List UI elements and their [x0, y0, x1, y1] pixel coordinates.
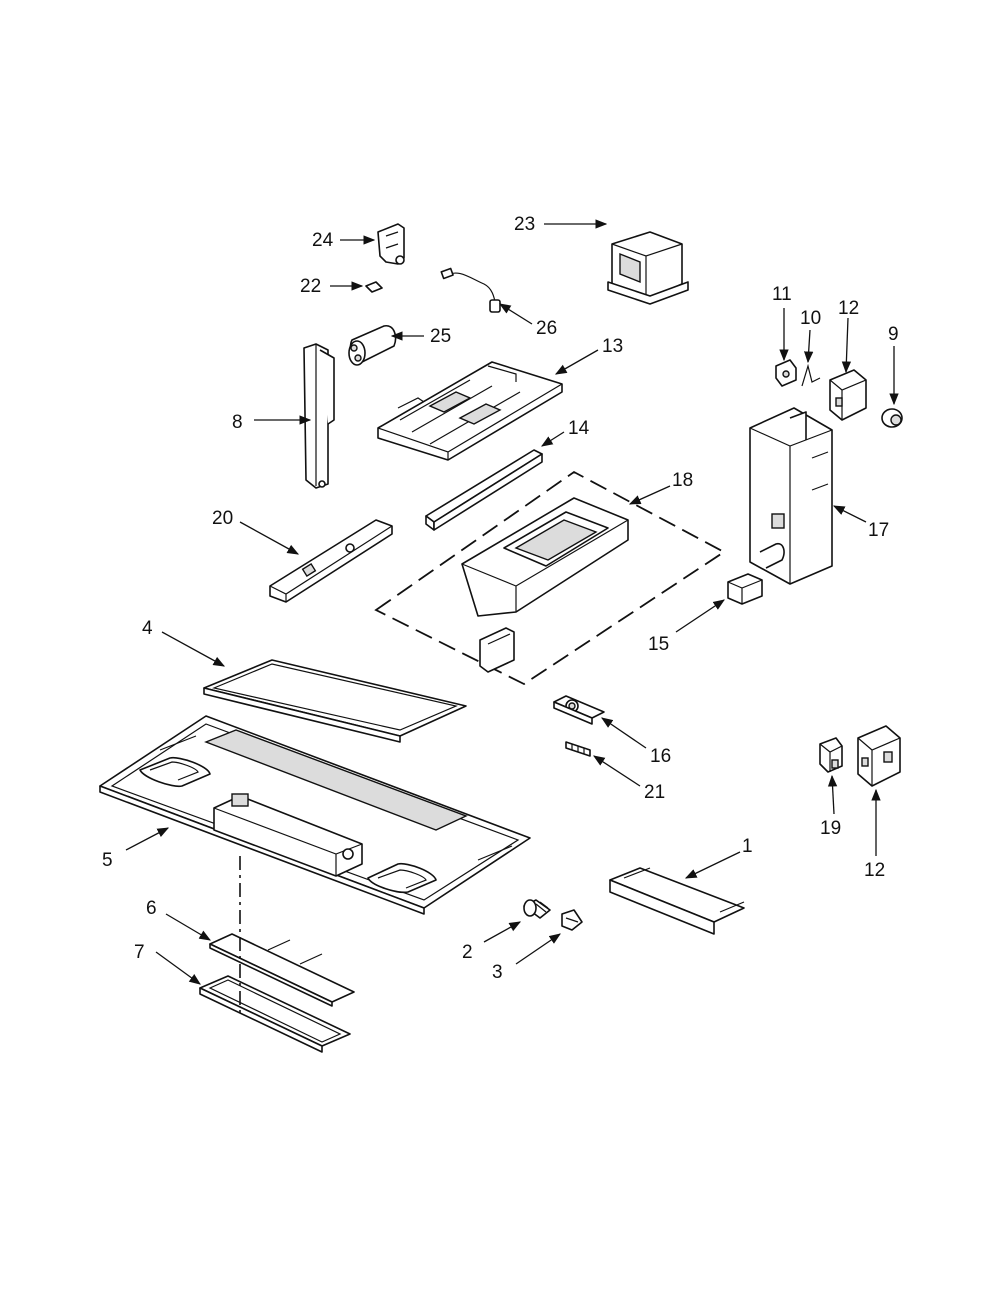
callout-18: 18 — [672, 470, 693, 491]
callout-15: 15 — [648, 634, 669, 655]
callout-25: 25 — [430, 326, 451, 347]
part-24-bracket — [377, 223, 405, 265]
part-25-capacitor — [348, 325, 397, 366]
callout-24: 24 — [312, 230, 334, 251]
part-11-switch — [775, 359, 797, 387]
callout-16: 16 — [650, 746, 671, 767]
callout-8: 8 — [232, 412, 243, 433]
part-21-screw — [565, 741, 591, 757]
part-6-cover — [209, 933, 355, 1007]
callout-11: 11 — [772, 284, 792, 305]
leader-lines — [125, 219, 899, 985]
part-7-frame — [199, 975, 351, 1053]
part-8-vertical-bracket — [303, 343, 335, 489]
part-5-bottom-plate — [99, 715, 531, 915]
callout-10: 10 — [800, 308, 821, 329]
part-10-spring — [801, 363, 821, 387]
part-15-block — [727, 573, 763, 605]
callout-21: 21 — [644, 782, 665, 803]
part-12-interlock-bottom — [857, 725, 901, 787]
part-12-interlock-top — [829, 369, 867, 421]
callout-6: 6 — [146, 898, 157, 919]
callout-22: 22 — [300, 276, 321, 297]
part-3-socket — [561, 909, 583, 931]
part-17-housing — [749, 407, 833, 585]
callout-12-top: 12 — [838, 298, 859, 319]
part-19-switch — [819, 737, 843, 773]
callout-labels: 1 2 3 4 5 6 7 8 9 10 11 12 12 13 14 15 1… — [102, 214, 899, 983]
part-22-clip — [365, 281, 383, 293]
callout-13: 13 — [602, 336, 623, 357]
callout-4: 4 — [142, 618, 153, 639]
part-2-lamp — [523, 899, 551, 919]
callout-26: 26 — [536, 318, 557, 339]
part-1-grille — [609, 867, 745, 935]
callout-9: 9 — [888, 324, 899, 345]
callout-12-bottom: 12 — [864, 860, 885, 881]
callout-14: 14 — [568, 418, 590, 439]
callout-19: 19 — [820, 818, 841, 839]
part-16-plate — [553, 695, 605, 725]
callout-7: 7 — [134, 942, 145, 963]
part-9-knob — [881, 408, 903, 428]
part-14-bar — [425, 449, 543, 531]
part-23-transformer — [607, 231, 689, 305]
callout-20: 20 — [212, 508, 233, 529]
callout-5: 5 — [102, 850, 113, 871]
part-4-filter — [203, 659, 467, 743]
part-13-control-tray — [377, 361, 563, 461]
callout-3: 3 — [492, 962, 503, 983]
part-20-bracket — [269, 519, 393, 603]
callout-2: 2 — [462, 942, 473, 963]
part-26-wire-lead — [440, 267, 501, 313]
callout-23: 23 — [514, 214, 535, 235]
callout-1: 1 — [742, 836, 753, 857]
part-18-duct-assembly — [374, 470, 726, 686]
callout-17: 17 — [868, 520, 889, 541]
